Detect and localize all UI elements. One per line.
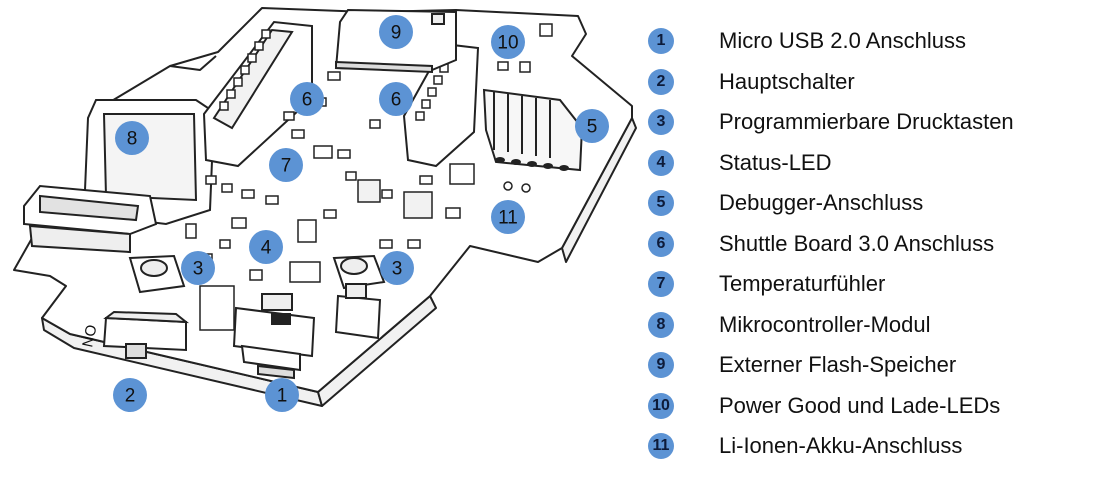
callout-3: 3 [380,251,414,285]
callout-number: 11 [498,208,518,229]
push-button-left [130,256,184,292]
legend-number-badge: 6 [648,231,674,257]
legend-label: Hauptschalter [719,69,855,95]
callout-1: 1 [265,378,299,412]
legend-number-badge: 9 [648,352,674,378]
legend-label: Debugger-Anschluss [719,190,923,216]
callout-11: 11 [491,200,525,234]
callout-3: 3 [181,251,215,285]
legend-number-badge: 2 [648,69,674,95]
legend-number-badge: 5 [648,190,674,216]
legend-number-badge: 7 [648,271,674,297]
callout-10: 10 [491,25,525,59]
callout-number: 1 [277,386,288,407]
legend-number-badge: 1 [648,28,674,54]
callout-6: 6 [379,82,413,116]
callout-number: 9 [391,23,402,44]
callout-number: 2 [125,386,136,407]
callout-number: 3 [392,259,403,280]
callout-number: 5 [587,117,598,138]
callout-number: 3 [193,259,204,280]
legend-number-badge: 4 [648,150,674,176]
legend-number-badge: 11 [648,433,674,459]
legend-number-badge: 8 [648,312,674,338]
legend-label: Status-LED [719,150,832,176]
legend-number-badge: 3 [648,109,674,135]
callout-9: 9 [379,15,413,49]
legend-label: Power Good und Lade-LEDs [719,393,1000,419]
legend-label: Mikrocontroller-Modul [719,312,931,338]
legend-label: Micro USB 2.0 Anschluss [719,28,966,54]
callout-7: 7 [269,148,303,182]
callout-number: 4 [261,238,272,259]
callout-6: 6 [290,82,324,116]
callout-2: 2 [113,378,147,412]
callout-number: 10 [497,33,518,54]
board-diagram: NO [0,0,640,486]
legend-label: Temperaturfühler [719,271,885,297]
callout-number: 8 [127,129,138,150]
legend-label: Externer Flash-Speicher [719,352,956,378]
callout-5: 5 [575,109,609,143]
callout-number: 6 [302,90,313,111]
legend-number-badge: 10 [648,393,674,419]
callout-number: 7 [281,156,292,177]
legend-label: Programmierbare Drucktasten [719,109,1014,135]
callout-4: 4 [249,230,283,264]
legend-label: Li-Ionen-Akku-Anschluss [719,433,962,459]
legend-label: Shuttle Board 3.0 Anschluss [719,231,994,257]
callout-number: 6 [391,90,402,111]
callout-8: 8 [115,121,149,155]
